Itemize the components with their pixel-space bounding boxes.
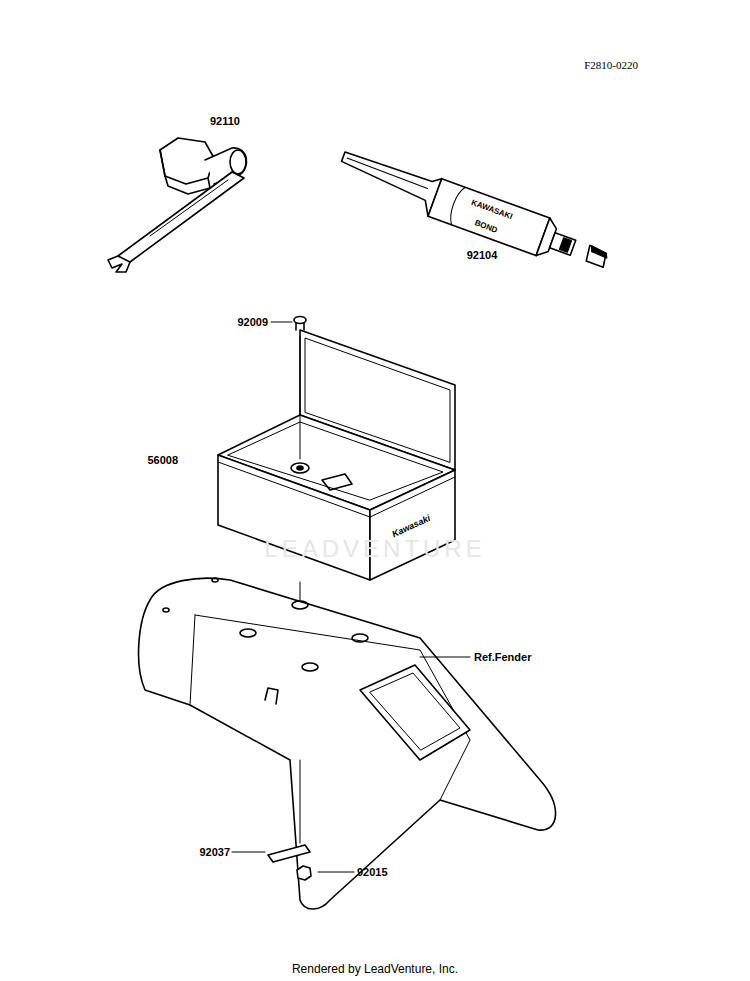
- drawing-code: F2810-0220: [584, 59, 638, 71]
- callout-number: 92009: [237, 316, 268, 328]
- callout-number: 92110: [210, 115, 240, 127]
- footer-credit: Rendered by LeadVenture, Inc.: [292, 963, 458, 976]
- callout-number: 92037: [199, 846, 230, 858]
- reference-label: Ref.Fender: [474, 651, 531, 663]
- rear-fender-drawing: [139, 578, 556, 909]
- callout-number: 56008: [147, 454, 178, 466]
- wrench-drawing: [108, 138, 247, 272]
- callout-number: 92015: [357, 866, 388, 878]
- screw-drawing: [271, 317, 306, 331]
- clip-nut-drawing: [232, 845, 354, 880]
- watermark: LEADVENTURE: [264, 536, 485, 562]
- bond-tube-drawing: [334, 144, 613, 278]
- callout-number: 92104: [467, 249, 498, 261]
